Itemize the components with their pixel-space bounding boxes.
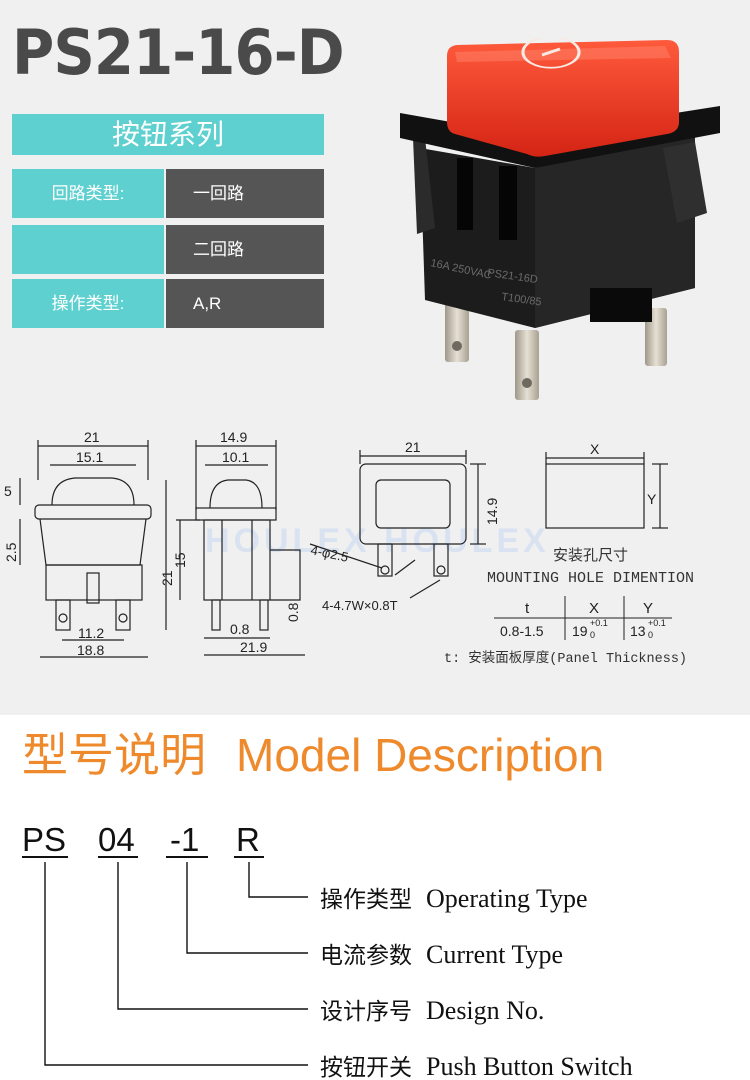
terminal [445, 300, 469, 362]
dimension-label: 14.9 [484, 498, 500, 525]
dimension-label: 15.1 [76, 449, 103, 465]
spec-label [12, 225, 164, 274]
tolerance: +0.1 [648, 618, 666, 628]
housing-marking: T100/85 [501, 291, 543, 309]
power-icon [521, 38, 581, 69]
dimension-label: 21 [84, 429, 100, 445]
watermark: HOULEX HOULEX [205, 522, 550, 560]
code-part-series: PS [22, 821, 67, 858]
spec-row-operating-type: 操作类型: A,R [12, 279, 324, 328]
spec-value: A,R [166, 279, 324, 328]
table-cell: 13 [630, 623, 646, 639]
dimension-label: 0.8 [230, 621, 250, 637]
table-header: t [525, 600, 530, 617]
tolerance: +0.1 [590, 618, 608, 628]
code-underline [22, 856, 68, 858]
series-header: 按钮系列 [12, 114, 324, 155]
code-part-operating: R [236, 821, 260, 858]
spec-value: 一回路 [166, 169, 324, 218]
bottom-view-drawing [309, 450, 486, 599]
mounting-hole-drawing [545, 452, 668, 529]
code-underline [234, 856, 264, 858]
dimension-label: 2.5 [3, 542, 19, 562]
spec-row-circuit-type: 回路类型: 一回路 [12, 169, 324, 218]
mounting-title-cn: 安装孔尺寸 [553, 547, 628, 564]
dimension-label: 4-4.7W×0.8T [322, 598, 398, 613]
tolerance: 0 [648, 630, 653, 640]
code-underline [98, 856, 138, 858]
model-description-title: 型号说明 Model Description [22, 727, 604, 783]
table-header: Y [643, 600, 653, 617]
product-photo: 16A 250VAC PS21-16D T100/85 [400, 38, 720, 400]
dimension-label: Y [647, 491, 657, 507]
dimension-label: 0.8 [285, 602, 301, 622]
spec-value: 二回路 [166, 225, 324, 274]
spec-label: 操作类型: [12, 279, 164, 328]
terminal [515, 330, 539, 400]
code-part-current: -1 [170, 821, 200, 858]
front-view-drawing [19, 440, 152, 658]
spec-label: 回路类型: [12, 169, 164, 218]
dimension-label: 11.2 [78, 625, 104, 641]
model-title: PS21-16-D [12, 16, 345, 89]
panel-thickness-note: t: 安装面板厚度(Panel Thickness) [444, 650, 687, 667]
dimension-label: 10.1 [222, 449, 249, 465]
leader-lines [44, 862, 308, 1066]
terminal [645, 308, 667, 366]
mounting-title-en: MOUNTING HOLE DIMENTION [487, 570, 694, 587]
dimension-label: 15 [172, 552, 188, 568]
tolerance: 0 [590, 630, 595, 640]
table-header: X [589, 600, 599, 617]
technical-drawings: HOULEX HOULEX 21 15.1 5 2.5 11 [3, 429, 694, 667]
switch-cap [447, 40, 679, 157]
model-description-title-en: Model Description [236, 729, 605, 781]
dimension-label: 21 [405, 439, 421, 455]
dimension-label: 21.9 [240, 639, 267, 655]
table-cell: 19 [572, 623, 588, 639]
dimension-label: 21 [159, 570, 175, 586]
side-view-drawing [165, 440, 305, 656]
dimension-label: 18.8 [77, 642, 104, 658]
table-cell: 0.8-1.5 [500, 623, 544, 639]
dimension-label: X [590, 441, 600, 457]
code-part-design: 04 [98, 821, 135, 858]
dimension-label: 14.9 [220, 429, 247, 445]
model-description-title-cn: 型号说明 [22, 728, 206, 782]
mounting-table [494, 596, 672, 640]
spec-row-circuit-type-2: 二回路 [12, 225, 324, 274]
product-panel: PS21-16-D 按钮系列 回路类型: 一回路 二回路 操作类型: A,R [0, 0, 750, 715]
dimension-label: 5 [4, 483, 12, 499]
code-underline [166, 856, 208, 858]
